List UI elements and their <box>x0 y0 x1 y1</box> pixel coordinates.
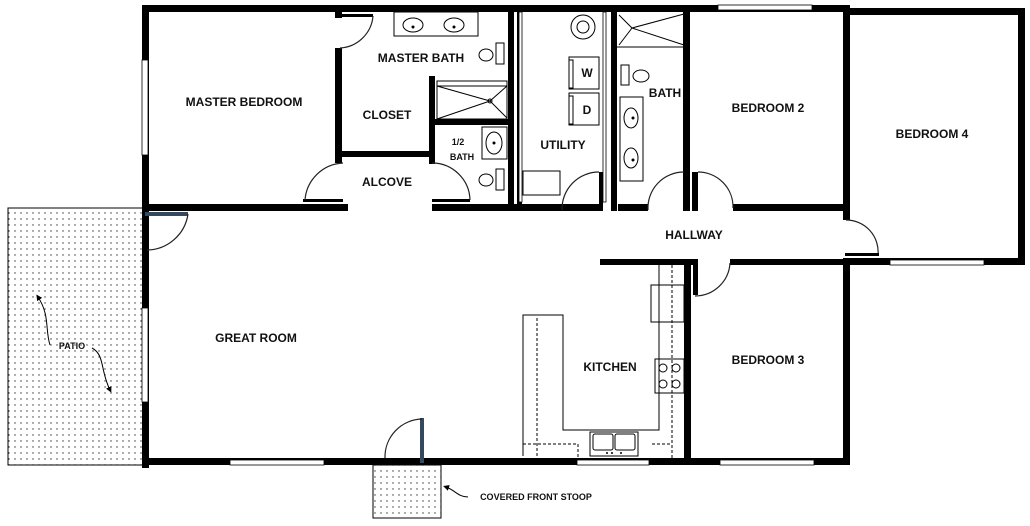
door-master-alcove-left <box>303 162 344 202</box>
kitchen-counters <box>522 265 685 458</box>
label-bedroom-2: BEDROOM 2 <box>732 101 805 115</box>
door-bedroom-3 <box>694 262 731 297</box>
front-stoop <box>372 464 469 519</box>
label-bath: BATH <box>649 86 681 100</box>
door-front <box>384 418 424 463</box>
label-bedroom-4: BEDROOM 4 <box>896 127 969 141</box>
label-bedroom-3: BEDROOM 3 <box>732 353 805 367</box>
interior-walls <box>142 12 850 465</box>
door-utility <box>561 171 600 211</box>
label-patio: PATIO <box>59 341 85 351</box>
label-front-stoop: COVERED FRONT STOOP <box>480 492 592 502</box>
label-kitchen: KITCHEN <box>583 360 636 374</box>
door-master-bedroom <box>338 14 374 49</box>
door-bedroom-2 <box>697 171 734 209</box>
dryer-label: D <box>583 103 592 117</box>
label-half-bath-2: BATH <box>450 152 474 162</box>
washer-label: W <box>581 66 593 80</box>
room-labels: MASTER BEDROOM MASTER BATH CLOSET 1/2 BA… <box>59 51 969 502</box>
label-master-bedroom: MASTER BEDROOM <box>186 95 303 109</box>
label-master-bath: MASTER BATH <box>378 51 464 65</box>
label-great-room: GREAT ROOM <box>215 331 297 345</box>
label-alcove: ALCOVE <box>362 175 412 189</box>
doors <box>145 14 879 463</box>
label-utility: UTILITY <box>540 138 585 152</box>
windows <box>141 4 985 466</box>
fixtures: W D <box>393 11 685 196</box>
label-half-bath-1: 1/2 <box>452 137 465 147</box>
door-bath <box>647 171 685 211</box>
patio <box>7 207 144 466</box>
door-patio <box>145 212 189 251</box>
label-closet: CLOSET <box>363 108 412 122</box>
door-alcove-right <box>431 162 471 202</box>
door-bedroom-4 <box>845 219 879 256</box>
label-hallway: HALLWAY <box>665 228 723 242</box>
